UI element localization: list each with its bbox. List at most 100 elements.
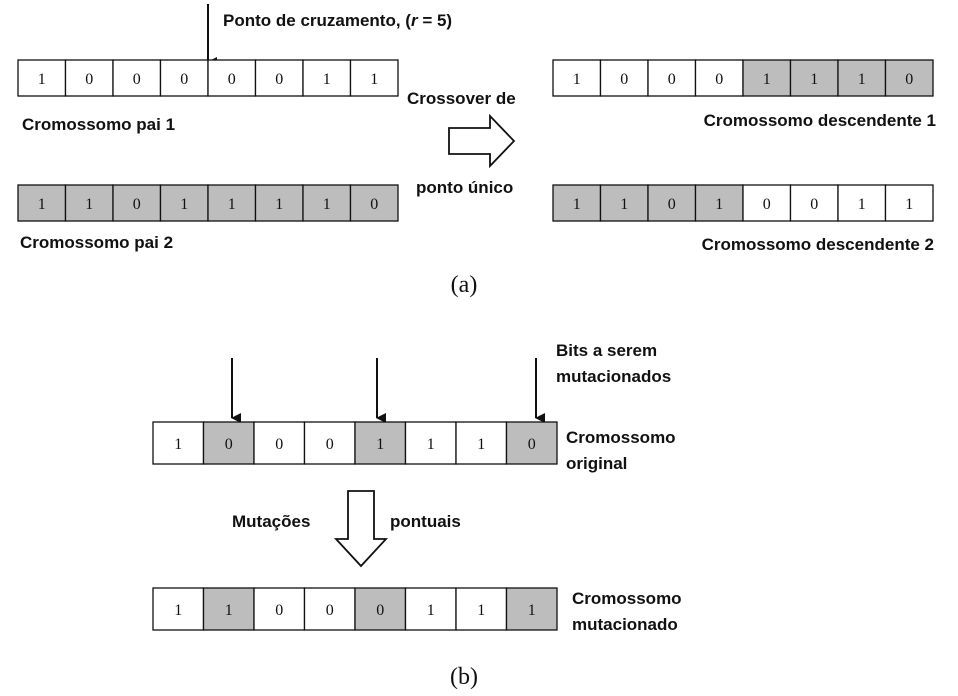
bit-cell-box <box>253 421 306 465</box>
parent1-label: Cromossomo pai 1 <box>22 115 175 134</box>
bit-cell: 1 <box>349 59 399 97</box>
bit-cell: 0 <box>742 184 792 222</box>
caption-a: (a) <box>451 272 478 298</box>
bit-cell: 0 <box>349 184 399 222</box>
bit-cell: 1 <box>742 59 792 97</box>
bit-value: 1 <box>858 71 866 88</box>
bit-cell-box <box>694 59 744 97</box>
bit-cell-box <box>253 587 306 631</box>
bit-cell-box <box>455 587 508 631</box>
bit-cell: 0 <box>505 421 558 465</box>
bit-cell-box <box>152 587 205 631</box>
bit-cell-box <box>599 59 649 97</box>
bit-value: 0 <box>133 196 141 213</box>
bit-value: 1 <box>85 196 93 213</box>
bit-cell-box <box>552 59 602 97</box>
bit-cell: 1 <box>254 184 304 222</box>
bit-value: 0 <box>275 436 283 453</box>
bit-value: 1 <box>905 196 913 213</box>
bit-value: 0 <box>85 71 93 88</box>
mutated-label-line2: mutacionado <box>572 615 678 634</box>
bit-value: 1 <box>225 602 233 619</box>
bit-cell-box <box>884 59 934 97</box>
bit-cell-box <box>112 59 162 97</box>
bit-cell: 1 <box>694 184 744 222</box>
bit-cell-box <box>647 59 697 97</box>
bit-cell-box <box>404 421 457 465</box>
bit-cell: 0 <box>112 59 162 97</box>
bit-cell-box <box>202 587 255 631</box>
bit-cell-box <box>303 421 356 465</box>
bit-cell: 1 <box>202 587 255 631</box>
bit-value: 0 <box>620 71 628 88</box>
bit-value: 0 <box>225 436 233 453</box>
bit-cell-box <box>837 59 887 97</box>
crossover-point-label: Ponto de cruzamento, (r = 5) <box>223 11 452 30</box>
bit-value: 1 <box>323 71 331 88</box>
bit-value: 1 <box>763 71 771 88</box>
bit-value: 1 <box>477 436 485 453</box>
bit-cell-box <box>303 587 356 631</box>
bit-value: 1 <box>477 602 485 619</box>
bit-cell: 1 <box>552 184 602 222</box>
bit-value: 0 <box>528 436 536 453</box>
bit-cell: 0 <box>599 59 649 97</box>
bit-value: 0 <box>810 196 818 213</box>
bit-cell: 1 <box>17 59 67 97</box>
bit-value: 1 <box>275 196 283 213</box>
bit-cell: 1 <box>404 421 457 465</box>
bit-value: 1 <box>620 196 628 213</box>
bit-value: 0 <box>133 71 141 88</box>
bit-value: 0 <box>376 602 384 619</box>
bit-cell: 0 <box>254 59 304 97</box>
bit-cell-box <box>789 184 839 222</box>
bit-cell-box <box>354 587 407 631</box>
bit-cell: 0 <box>303 421 356 465</box>
bit-cell: 0 <box>202 421 255 465</box>
bit-cell: 1 <box>455 421 508 465</box>
bit-cell: 0 <box>647 184 697 222</box>
bit-value: 0 <box>228 71 236 88</box>
bit-cell: 0 <box>647 59 697 97</box>
bit-cell-box <box>302 184 352 222</box>
bit-cell-box <box>455 421 508 465</box>
bit-value: 1 <box>174 436 182 453</box>
bit-cell: 0 <box>112 184 162 222</box>
bit-cell: 1 <box>789 59 839 97</box>
bit-value: 0 <box>275 602 283 619</box>
bit-value: 0 <box>180 71 188 88</box>
bit-cell: 1 <box>302 184 352 222</box>
bit-cell-box <box>349 184 399 222</box>
bit-value: 0 <box>763 196 771 213</box>
crossover-operation-label-bottom: ponto único <box>416 178 513 197</box>
child2-label: Cromossomo descendente 2 <box>702 235 934 254</box>
bit-value: 0 <box>715 71 723 88</box>
bit-cell: 1 <box>455 587 508 631</box>
bit-cell: 0 <box>303 587 356 631</box>
bit-cell: 0 <box>253 421 306 465</box>
bit-cell-box <box>884 184 934 222</box>
bit-value: 1 <box>427 436 435 453</box>
bit-cell: 0 <box>694 59 744 97</box>
bit-value: 0 <box>326 602 334 619</box>
bit-cell: 1 <box>837 184 887 222</box>
bit-cell: 1 <box>837 59 887 97</box>
bit-value: 1 <box>38 71 46 88</box>
bit-cell-box <box>694 184 744 222</box>
bits-to-mutate-label-line2: mutacionados <box>556 367 671 386</box>
bit-cell-box <box>17 184 67 222</box>
mutated-label-line1: Cromossomo <box>572 589 682 608</box>
bit-value: 0 <box>668 196 676 213</box>
bit-value: 1 <box>427 602 435 619</box>
bit-cell-box <box>505 587 558 631</box>
bit-cell: 0 <box>253 587 306 631</box>
bit-value: 0 <box>370 196 378 213</box>
bit-cell: 0 <box>789 184 839 222</box>
bit-cell-box <box>742 184 792 222</box>
bit-cell-box <box>64 184 114 222</box>
parent2-label: Cromossomo pai 2 <box>20 233 173 252</box>
bit-cell-box <box>64 59 114 97</box>
crossover-operation-label-top: Crossover de <box>407 89 516 108</box>
